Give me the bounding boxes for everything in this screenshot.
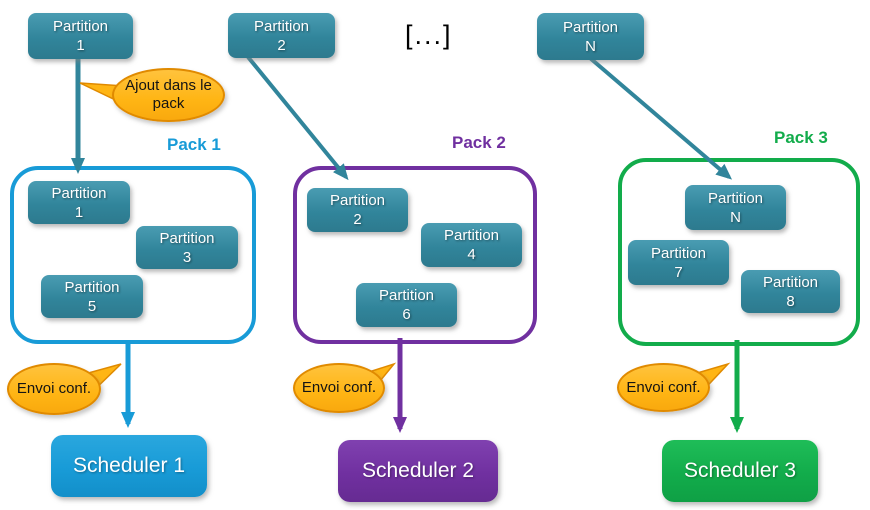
partition-label: Partition bbox=[378, 287, 435, 304]
partition-label: Partition bbox=[762, 273, 819, 291]
callout-text: Envoi conf. bbox=[626, 378, 701, 396]
top-partition-1: Partition 1 bbox=[28, 13, 133, 59]
partition-label: Partition bbox=[650, 244, 707, 262]
top-partition-2: Partition 2 bbox=[228, 13, 335, 58]
partition-number: 7 bbox=[674, 263, 683, 281]
partition-label: Partition bbox=[159, 229, 215, 247]
pack2-partition-2: Partition 2 bbox=[307, 188, 408, 232]
arrow-partition2-to-pack2 bbox=[246, 55, 349, 181]
callout-text: Ajout dans le pack bbox=[125, 77, 212, 112]
partition-label: Partition bbox=[52, 18, 109, 35]
callout-text: Envoi conf. bbox=[16, 380, 92, 397]
scheduler-3-box: Scheduler 3 bbox=[662, 440, 818, 502]
partition-number: 1 bbox=[76, 37, 85, 54]
partition-label: Partition bbox=[51, 184, 107, 202]
callout-envoi-conf-3: Envoi conf. bbox=[617, 363, 710, 412]
pack-2-label: Pack 2 bbox=[452, 133, 506, 152]
partition-label: Partition bbox=[707, 189, 764, 207]
partition-number: 1 bbox=[74, 203, 84, 221]
callout-text: Envoi conf. bbox=[301, 379, 377, 396]
top-partition-N: Partition N bbox=[537, 13, 644, 60]
partition-number: 4 bbox=[467, 246, 476, 263]
partition-number: 3 bbox=[182, 248, 192, 266]
pack3-partition-N: Partition N bbox=[685, 185, 786, 230]
pack2-partition-6: Partition 6 bbox=[356, 283, 457, 327]
partition-number: 8 bbox=[786, 292, 795, 310]
pack-3-label: Pack 3 bbox=[774, 128, 828, 147]
partition-label: Partition bbox=[562, 18, 619, 36]
callout-ajout-dans-le-pack: Ajout dans le pack bbox=[112, 68, 225, 122]
partition-label: Partition bbox=[253, 17, 310, 35]
pack1-partition-3: Partition 3 bbox=[136, 226, 238, 269]
pack1-partition-1: Partition 1 bbox=[28, 181, 130, 224]
pack3-partition-8: Partition 8 bbox=[741, 270, 840, 313]
partition-label: Partition bbox=[329, 192, 386, 209]
pack2-partition-4: Partition 4 bbox=[421, 223, 522, 267]
ellipsis-more-partitions: [...] bbox=[405, 20, 453, 50]
pack3-partition-7: Partition 7 bbox=[628, 240, 729, 285]
scheduler-label: Scheduler 3 bbox=[683, 459, 797, 482]
partition-number: N bbox=[730, 208, 741, 226]
partition-label: Partition bbox=[64, 278, 120, 296]
partition-number: 6 bbox=[402, 306, 411, 323]
callout-envoi-conf-2: Envoi conf. bbox=[293, 363, 385, 413]
callout-envoi-conf-1: Envoi conf. bbox=[7, 363, 101, 415]
scheduler-1-box: Scheduler 1 bbox=[51, 435, 207, 497]
partition-number: 5 bbox=[87, 297, 97, 315]
scheduler-label: Scheduler 1 bbox=[72, 454, 186, 477]
pack-1-label: Pack 1 bbox=[167, 135, 221, 154]
scheduler-label: Scheduler 2 bbox=[361, 459, 475, 482]
pack1-partition-5: Partition 5 bbox=[41, 275, 143, 318]
partition-number: 2 bbox=[353, 211, 362, 228]
partition-number: N bbox=[585, 37, 596, 55]
partition-label: Partition bbox=[443, 227, 500, 244]
scheduler-2-box: Scheduler 2 bbox=[338, 440, 498, 502]
partition-number: 2 bbox=[277, 36, 286, 54]
